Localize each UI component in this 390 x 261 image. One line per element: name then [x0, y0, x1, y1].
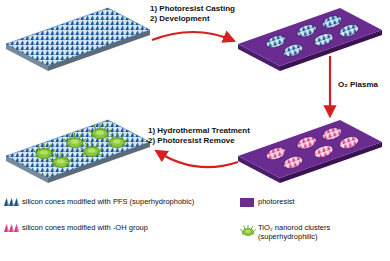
step-label: 2) Photoresist Remove	[148, 136, 235, 145]
step-label: 1) Photoresist Casting	[150, 4, 235, 13]
legend-text: TiO₂ nanorod clusters (superhydrophilic)	[258, 224, 384, 241]
step-label: 1) Hydrothermal Treatment	[148, 126, 250, 135]
legend-text: silicon cones modified with PFS (superhy…	[22, 198, 236, 207]
legend-swatch	[240, 198, 254, 207]
legend-text: silicon cones modified with -OH group	[22, 224, 236, 233]
step-label: 2) Development	[150, 14, 210, 23]
legend-text: photoresist	[258, 198, 384, 207]
step-label: O₂ Plasma	[338, 80, 378, 89]
